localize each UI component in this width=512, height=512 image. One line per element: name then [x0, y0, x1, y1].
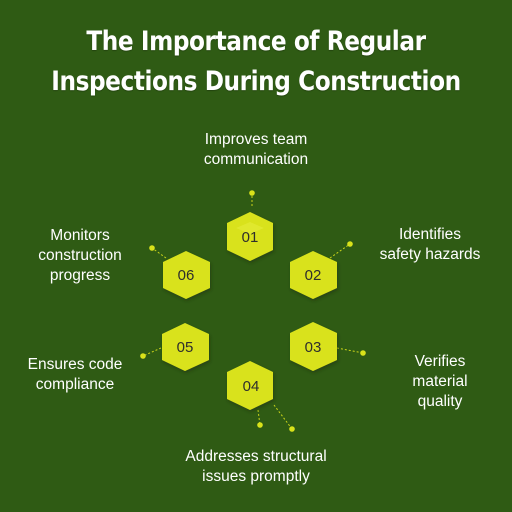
step-label-03-line-2: material: [412, 373, 468, 390]
step-label-04: Addresses structural issues promptly: [146, 447, 366, 487]
step-label-02-line-1: Identifies: [398, 226, 462, 243]
step-label-01: Improves team communication: [156, 130, 356, 170]
step-label-05: Ensures code compliance: [10, 355, 140, 395]
hexagon-05-number: 05: [177, 339, 194, 356]
hexagon-06: 06: [163, 251, 210, 299]
step-label-01-line-1: Improves team: [204, 131, 308, 148]
hexagon-03: 03: [290, 322, 337, 371]
hexagon-02: 02: [290, 251, 337, 299]
hexagon-05: 05: [162, 323, 209, 371]
step-label-06-line-2: construction: [38, 247, 122, 264]
hexagon-02-number: 02: [305, 267, 322, 284]
step-label-03-line-1: Verifies: [414, 353, 466, 370]
step-label-05-line-2: compliance: [35, 376, 115, 393]
hexagon-04: 04: [227, 361, 273, 410]
hexagon-01-number: 01: [242, 229, 259, 246]
step-label-06-line-3: progress: [49, 267, 111, 284]
step-label-04-line-2: issues promptly: [202, 468, 310, 485]
hexagon-04-number: 04: [243, 378, 260, 395]
connector-2: [329, 241, 353, 259]
hexagon-01: 01: [227, 212, 273, 261]
step-label-02-line-2: safety hazards: [379, 246, 481, 263]
title-line-2: Inspections During Construction: [51, 66, 461, 97]
step-label-05-line-1: Ensures code: [27, 356, 123, 373]
hexagon-03-number: 03: [305, 339, 322, 356]
step-label-06: Monitors construction progress: [15, 226, 145, 286]
step-label-01-line-2: communication: [203, 151, 309, 168]
connector-1: [249, 190, 255, 206]
connector-6: [149, 245, 167, 259]
connector-4: [257, 404, 295, 432]
page-title: The Importance of Regular Inspections Du…: [36, 22, 476, 102]
step-label-03: Verifies material quality: [390, 352, 490, 412]
step-label-02: Identifies safety hazards: [360, 225, 500, 265]
title-line-1: The Importance of Regular: [86, 26, 426, 57]
step-label-03-line-3: quality: [417, 393, 463, 410]
step-label-06-line-1: Monitors: [50, 227, 110, 244]
connector-3: [336, 347, 366, 356]
step-label-04-line-1: Addresses structural: [185, 448, 327, 465]
connector-5: [140, 347, 162, 359]
hexagon-06-number: 06: [178, 267, 195, 284]
